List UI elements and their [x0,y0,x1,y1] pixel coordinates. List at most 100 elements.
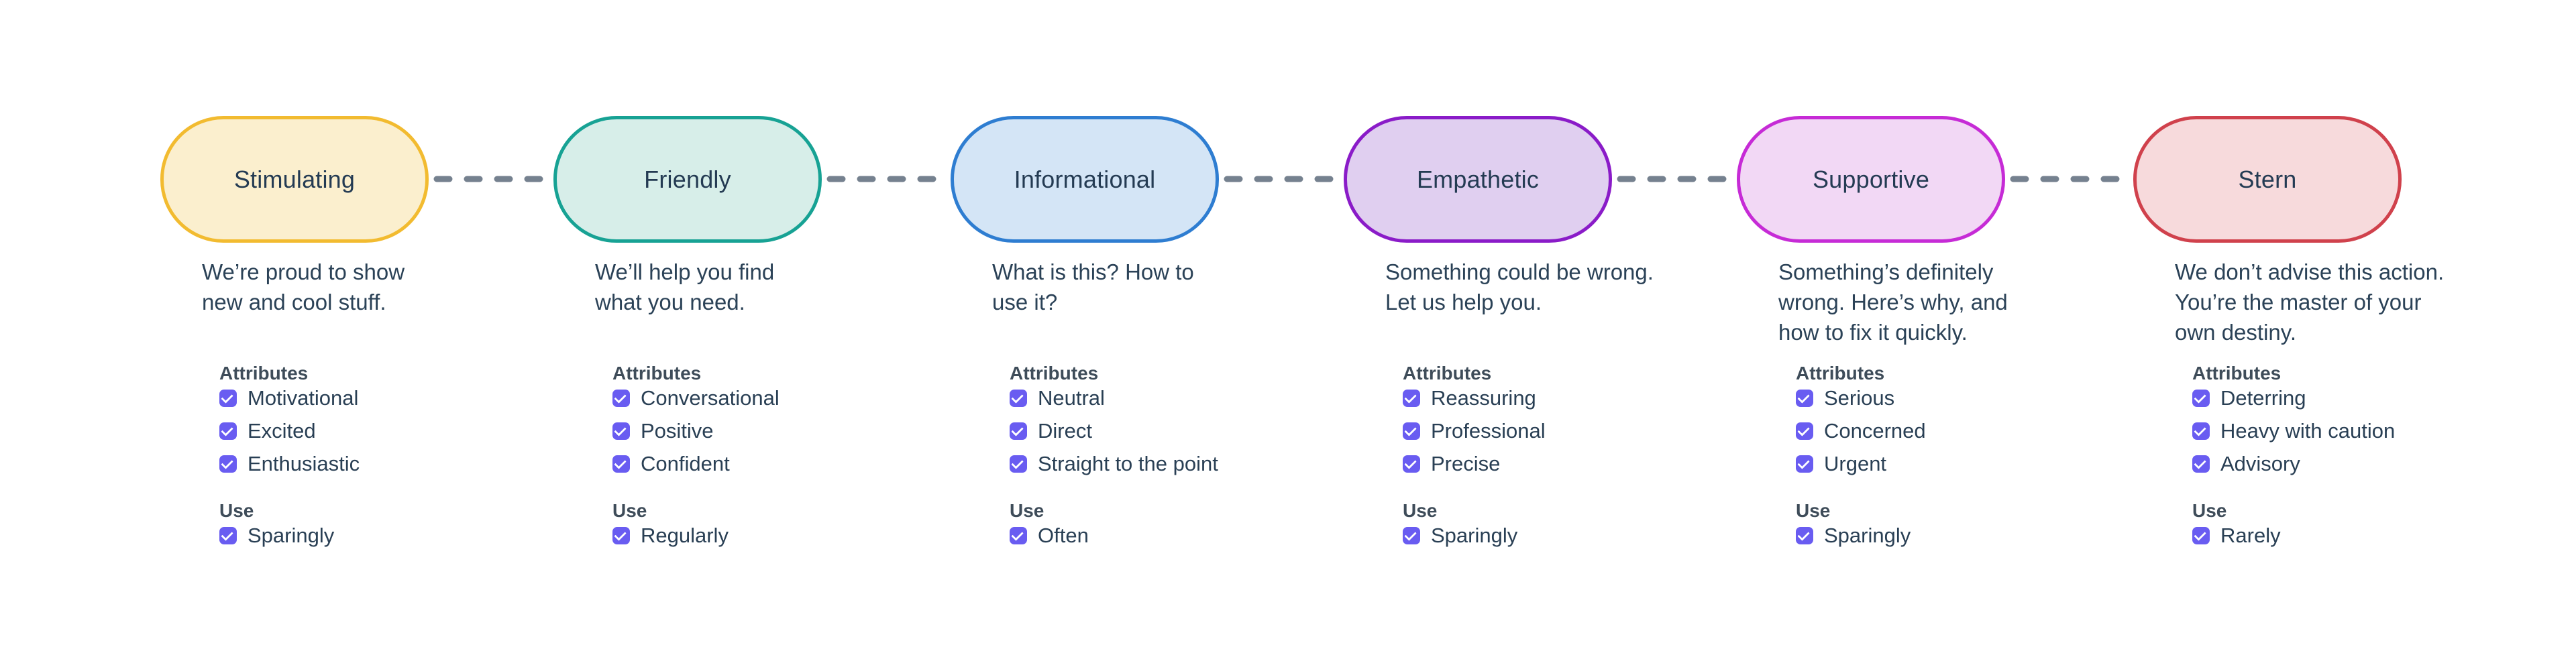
checkmark-icon [1011,528,1024,541]
checkbox-checked-icon[interactable] [219,390,237,407]
use-section: Use Regularly [612,499,729,555]
checkmark-icon [1011,424,1024,436]
attribute-label: Confident [641,452,730,475]
use-heading: Use [1403,500,1438,521]
attribute-checkbox-row[interactable]: Urgent [1796,451,1926,477]
checkbox-checked-icon[interactable] [612,390,630,407]
attribute-checkbox-row[interactable]: Straight to the point [1010,451,1218,477]
use-checkbox-row[interactable]: Sparingly [1403,522,1517,549]
use-checkbox-row[interactable]: Sparingly [219,522,334,549]
attribute-checkbox-row[interactable]: Direct [1010,418,1218,445]
attribute-label: Direct [1038,419,1092,442]
attribute-checkbox-row[interactable]: Deterring [2192,385,2395,412]
checkbox-checked-icon[interactable] [219,455,237,473]
use-checkbox-row[interactable]: Often [1010,522,1089,549]
tone-pill: Stimulating [160,116,429,243]
checkbox-checked-icon[interactable] [1010,455,1027,473]
attribute-checkbox-row[interactable]: Conversational [612,385,780,412]
checkmark-icon [1797,457,1810,469]
checkbox-checked-icon[interactable] [612,527,630,544]
checkbox-checked-icon[interactable] [2192,455,2210,473]
tone-pill: Supportive [1737,116,2005,243]
checkbox-checked-icon[interactable] [1010,422,1027,440]
checkbox-checked-icon[interactable] [612,422,630,440]
checkmark-icon [1797,391,1810,404]
attribute-checkbox-row[interactable]: Enthusiastic [219,451,360,477]
use-heading: Use [219,500,254,521]
attribute-checkbox-row[interactable]: Excited [219,418,360,445]
attribute-label: Concerned [1824,419,1926,442]
attribute-checkbox-row[interactable]: Reassuring [1403,385,1546,412]
attribute-checkbox-row[interactable]: Heavy with caution [2192,418,2395,445]
attributes-heading: Attributes [1403,363,1492,384]
checkbox-checked-icon[interactable] [1796,455,1813,473]
checkmark-icon [221,457,233,469]
attribute-label: Straight to the point [1038,452,1218,475]
checkmark-icon [1404,424,1417,436]
attribute-label: Reassuring [1431,386,1536,410]
attribute-checkbox-row[interactable]: Motivational [219,385,360,412]
checkmark-icon [221,391,233,404]
attribute-label: Motivational [248,386,359,410]
attribute-label: Serious [1824,386,1895,410]
checkbox-checked-icon[interactable] [2192,390,2210,407]
attribute-label: Advisory [2220,452,2300,475]
attributes-section: Attributes Serious Concerned Urgent [1796,362,1926,483]
use-section: Use Sparingly [219,499,334,555]
checkmark-icon [1797,424,1810,436]
checkmark-icon [2194,391,2206,404]
tone-pill: Empathetic [1344,116,1612,243]
checkmark-icon [1404,528,1417,541]
attribute-checkbox-row[interactable]: Advisory [2192,451,2395,477]
checkbox-checked-icon[interactable] [612,455,630,473]
checkbox-checked-icon[interactable] [1796,390,1813,407]
attributes-heading: Attributes [1010,363,1099,384]
tone-column-empathetic: Empathetic Something could be wrong. Let… [1344,0,1659,649]
checkmark-icon [614,457,627,469]
attribute-checkbox-row[interactable]: Professional [1403,418,1546,445]
checkmark-icon [1797,528,1810,541]
attribute-label: Professional [1431,419,1546,442]
checkbox-checked-icon[interactable] [1403,390,1420,407]
attributes-heading: Attributes [1796,363,1885,384]
attributes-section: Attributes Conversational Positive Confi… [612,362,780,483]
attribute-checkbox-row[interactable]: Serious [1796,385,1926,412]
attribute-checkbox-row[interactable]: Neutral [1010,385,1218,412]
use-heading: Use [1010,500,1044,521]
checkbox-checked-icon[interactable] [219,527,237,544]
attributes-heading: Attributes [2192,363,2282,384]
checkbox-checked-icon[interactable] [1403,455,1420,473]
attributes-section: Attributes Motivational Excited Enthusia… [219,362,360,483]
use-checkbox-row[interactable]: Regularly [612,522,729,549]
checkmark-icon [1011,457,1024,469]
use-heading: Use [1796,500,1831,521]
attribute-checkbox-row[interactable]: Confident [612,451,780,477]
tone-pill: Stern [2133,116,2402,243]
attributes-section: Attributes Reassuring Professional Preci… [1403,362,1546,483]
tone-column-stern: Stern We don’t advise this action. You’r… [2133,0,2449,649]
tone-column-informational: Informational What is this? How to use i… [951,0,1266,649]
checkbox-checked-icon[interactable] [2192,422,2210,440]
tone-title: Stimulating [233,165,356,193]
checkbox-checked-icon[interactable] [2192,527,2210,544]
checkbox-checked-icon[interactable] [1796,422,1813,440]
attribute-checkbox-row[interactable]: Concerned [1796,418,1926,445]
attribute-checkbox-row[interactable]: Positive [612,418,780,445]
checkbox-checked-icon[interactable] [219,422,237,440]
checkbox-checked-icon[interactable] [1796,527,1813,544]
use-checkbox-row[interactable]: Sparingly [1796,522,1911,549]
checkbox-checked-icon[interactable] [1403,422,1420,440]
use-checkbox-row[interactable]: Rarely [2192,522,2281,549]
attribute-checkbox-row[interactable]: Precise [1403,451,1546,477]
use-section: Use Sparingly [1796,499,1911,555]
tone-description: We don’t advise this action. You’re the … [2175,259,2445,345]
checkmark-icon [2194,528,2206,541]
checkbox-checked-icon[interactable] [1403,527,1420,544]
attribute-label: Conversational [641,386,780,410]
tone-title: Informational [1014,165,1156,193]
use-section: Use Rarely [2192,499,2281,555]
attribute-label: Heavy with caution [2220,419,2396,442]
checkbox-checked-icon[interactable] [1010,527,1027,544]
tone-description: We’re proud to show new and cool stuff. [202,259,405,314]
checkbox-checked-icon[interactable] [1010,390,1027,407]
